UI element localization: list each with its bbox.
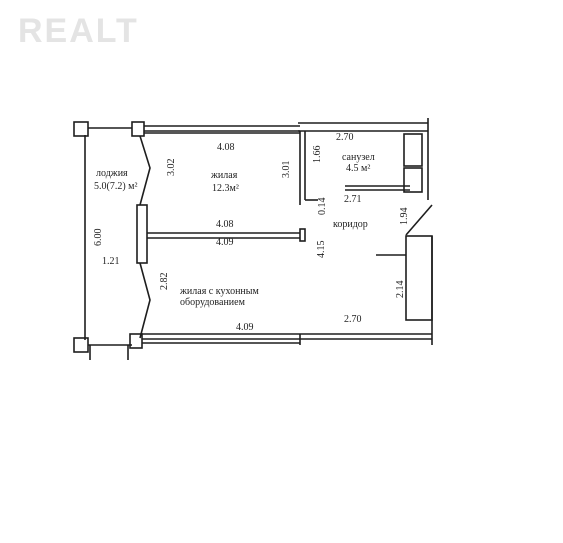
- dim-mid-409: 4.09: [216, 237, 234, 248]
- dim-bottom-270: 2.70: [344, 314, 362, 325]
- loggia-column-top: [73, 121, 89, 137]
- dim-top-270: 2.70: [336, 132, 354, 143]
- dim-121: 1.21: [102, 256, 120, 267]
- loggia-area: 5.0(7.2) м²: [94, 181, 138, 192]
- dim-271: 2.71: [344, 194, 362, 205]
- wall-pier-top: [131, 121, 145, 137]
- wall-pier-bottom: [129, 333, 143, 349]
- toilet-fixture: [403, 167, 423, 193]
- living-room-name: жилая: [210, 170, 238, 181]
- entry-cabinet: [405, 235, 433, 321]
- kitchen-room-name-line2: оборудованием: [180, 297, 246, 308]
- realt-watermark: REALT: [18, 12, 139, 50]
- kitchen-room-name-line1: жилая с кухонным: [179, 286, 259, 297]
- dim-194: 1.94: [399, 208, 410, 226]
- dim-214: 2.14: [395, 281, 406, 299]
- wall-pier-mid: [136, 204, 148, 264]
- dim-415: 4.15: [316, 241, 327, 259]
- dim-014: 0.14: [317, 198, 328, 216]
- dim-600: 6.00: [93, 229, 104, 247]
- loggia-column-bottom: [73, 337, 89, 353]
- dim-301: 3.01: [281, 161, 292, 179]
- dim-bottom-409: 4.09: [236, 322, 254, 333]
- bath-fixture: [403, 133, 423, 167]
- dim-282: 2.82: [159, 273, 170, 291]
- walls: [73, 118, 433, 360]
- dim-mid-408: 4.08: [216, 219, 234, 230]
- corridor-name: коридор: [333, 219, 368, 230]
- loggia-name: лоджия: [96, 168, 128, 179]
- dim-166: 1.66: [312, 146, 323, 164]
- bathroom-name: санузел: [342, 152, 375, 163]
- bathroom-area: 4.5 м²: [346, 163, 370, 174]
- dim-302: 3.02: [166, 159, 177, 177]
- dim-top-408: 4.08: [217, 142, 235, 153]
- living-room-area: 12.3м²: [212, 183, 239, 194]
